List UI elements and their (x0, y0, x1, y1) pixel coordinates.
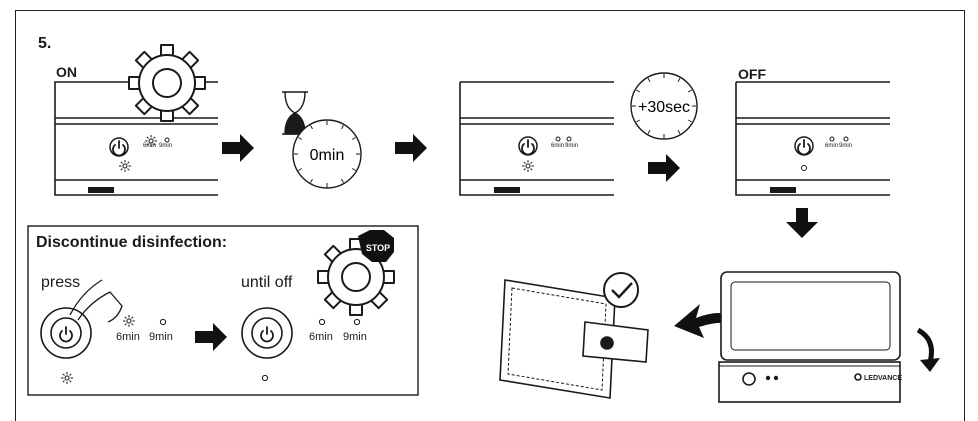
timer-clock-zero: 0min (292, 119, 362, 189)
step-number: 5. (38, 35, 52, 52)
down-arrow-icon (786, 208, 818, 238)
indicator-9min-device-running: 9min (565, 143, 579, 149)
discontinue-title: Discontinue disinfection: (36, 234, 228, 251)
rotate-arrow-icon (916, 327, 940, 372)
indicator-6min-until-off: 6min (309, 331, 333, 343)
indicator-6min-device-running: 6min (551, 143, 565, 149)
press-label: press (41, 274, 81, 291)
hourglass-icon (282, 91, 308, 135)
until-off-label: until off (241, 274, 293, 291)
indicator-9min-press: 9min (149, 331, 173, 343)
indicator-9min-device-on: 9min (159, 143, 173, 149)
device-off (735, 81, 890, 196)
discontinue-panel: STOP (27, 225, 419, 396)
timer-zero-label: 0min (310, 147, 345, 164)
stop-sign-label: STOP (366, 243, 390, 253)
timer-clock-plus30: +30sec (630, 72, 698, 140)
indicator-6min-press: 6min (116, 331, 140, 343)
brand-label: LEDVANCE (864, 375, 902, 382)
indicator-9min-device-off: 9min (839, 143, 853, 149)
diagram-frame (15, 10, 965, 421)
arrow-icon-1 (222, 134, 254, 162)
off-label: OFF (738, 66, 766, 82)
gear-icon (128, 44, 206, 122)
wallet-icon (499, 272, 649, 399)
device-running (459, 81, 614, 196)
indicator-6min-device-on: 6min (143, 143, 157, 149)
arrow-icon-2 (395, 134, 427, 162)
timer-plus30-label: +30sec (638, 99, 690, 116)
indicator-9min-until-off: 9min (343, 331, 367, 343)
device-open: LEDVANCE (718, 271, 902, 403)
arrow-icon-3 (648, 154, 680, 182)
indicator-6min-device-off: 6min (825, 143, 839, 149)
return-arrow-icon (674, 304, 742, 338)
device-on (54, 81, 218, 196)
on-label: ON (56, 64, 77, 80)
